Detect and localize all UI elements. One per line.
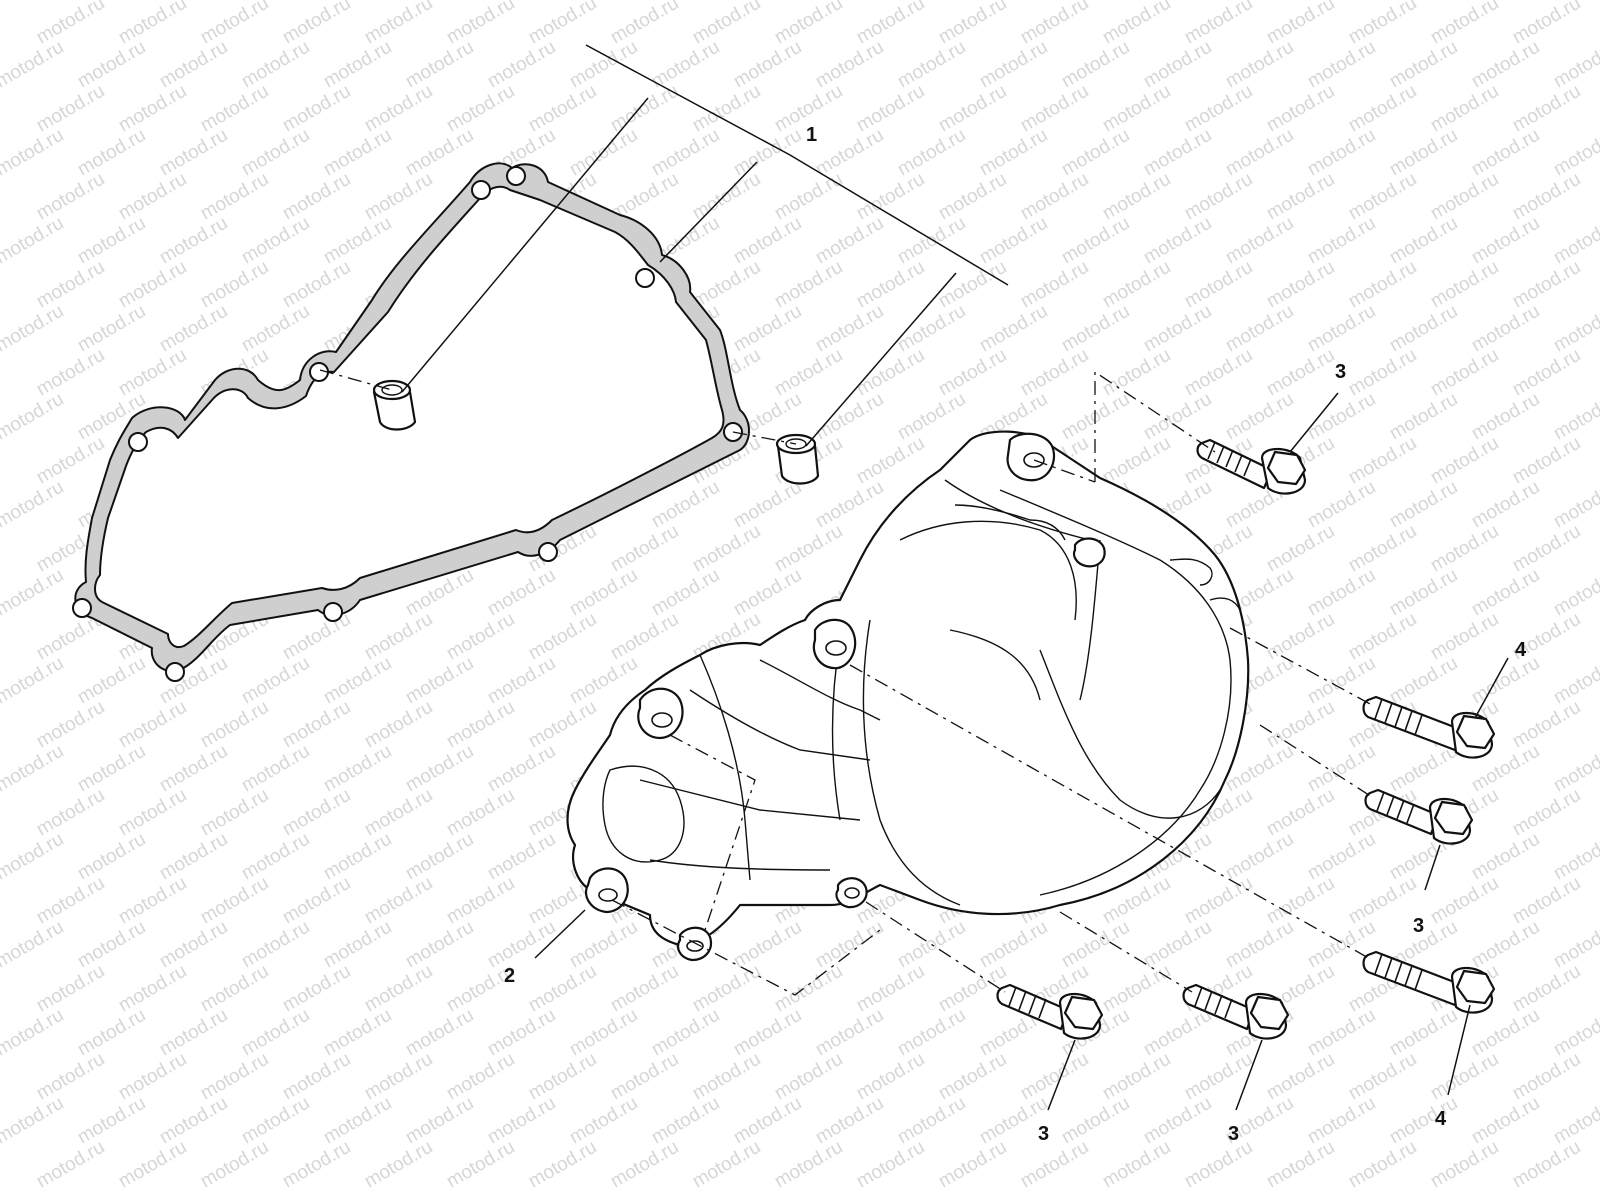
callout-4-upper: 4 <box>1515 639 1527 661</box>
callout-leaders <box>401 44 1509 1111</box>
dowel-pin-upper <box>372 379 417 431</box>
callout-3-bottom-left: 3 <box>1038 1123 1050 1145</box>
dowel-pin-lower <box>775 433 820 485</box>
bolt-bottom-middle <box>1182 983 1290 1040</box>
crankcase-cover <box>566 430 1250 962</box>
callout-3-bottom-middle: 3 <box>1228 1123 1240 1145</box>
bolt-upper-right <box>1196 438 1307 495</box>
callout-2: 2 <box>504 965 516 987</box>
bolt-right-middle <box>1364 788 1474 845</box>
bolt-right-long-lower <box>1362 950 1496 1014</box>
bolt-bottom-left <box>996 983 1104 1040</box>
callout-3-upper: 3 <box>1335 361 1347 383</box>
callout-4-lower: 4 <box>1435 1108 1447 1130</box>
callout-1: 1 <box>806 124 818 146</box>
bolt-right-long-upper <box>1362 695 1496 759</box>
assembly-centerlines <box>319 369 1373 996</box>
callout-3-right: 3 <box>1413 915 1425 937</box>
